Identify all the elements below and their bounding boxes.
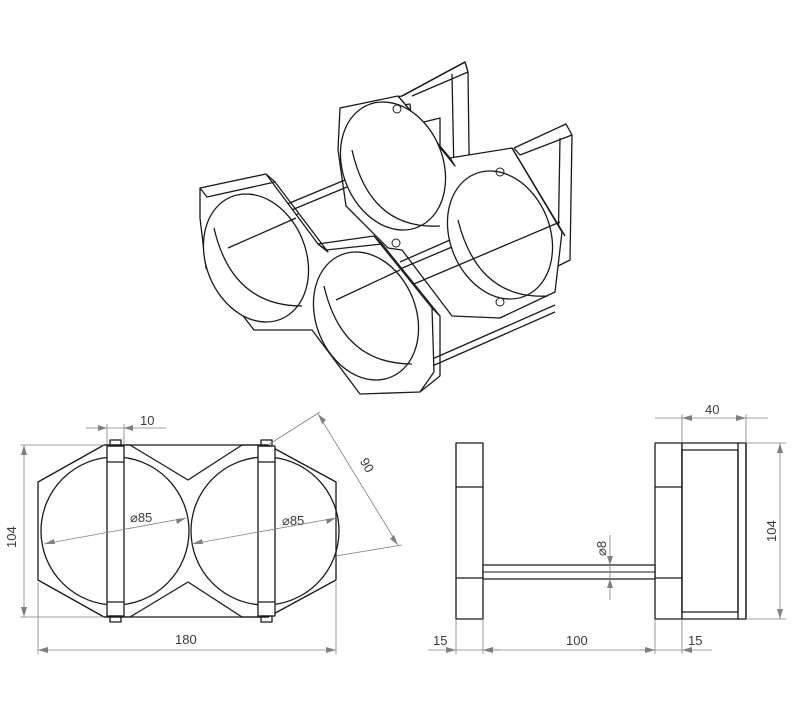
front-outline bbox=[37, 444, 337, 618]
front-slot-right bbox=[257, 445, 276, 617]
dim-depth: 40 bbox=[705, 402, 719, 417]
front-view: 10 ⌀85 ⌀85 90 104 180 bbox=[4, 411, 403, 654]
dim-hole-right: ⌀85 bbox=[282, 513, 304, 528]
iso-front-plate bbox=[199, 173, 441, 395]
side-right-plate bbox=[654, 442, 683, 620]
side-frame bbox=[681, 442, 747, 620]
isometric-view bbox=[199, 61, 573, 395]
side-left-plate bbox=[455, 442, 484, 620]
dim-rod-length: 100 bbox=[566, 633, 588, 648]
dim-height-side: 104 bbox=[764, 520, 779, 542]
dim-total-width: 180 bbox=[175, 632, 197, 647]
dim-side-right: 15 bbox=[688, 633, 702, 648]
dim-rod-diameter: ⌀8 bbox=[594, 541, 609, 556]
dim-outer-diameter: 90 bbox=[357, 455, 377, 475]
dim-hole-left: ⌀85 bbox=[130, 510, 152, 525]
dim-side-left: 15 bbox=[433, 633, 447, 648]
dim-slot-width: 10 bbox=[140, 413, 154, 428]
dim-height-front: 104 bbox=[4, 526, 19, 548]
side-view: 40 104 ⌀8 15 100 15 bbox=[428, 402, 786, 654]
iso-back-plate bbox=[337, 95, 566, 319]
